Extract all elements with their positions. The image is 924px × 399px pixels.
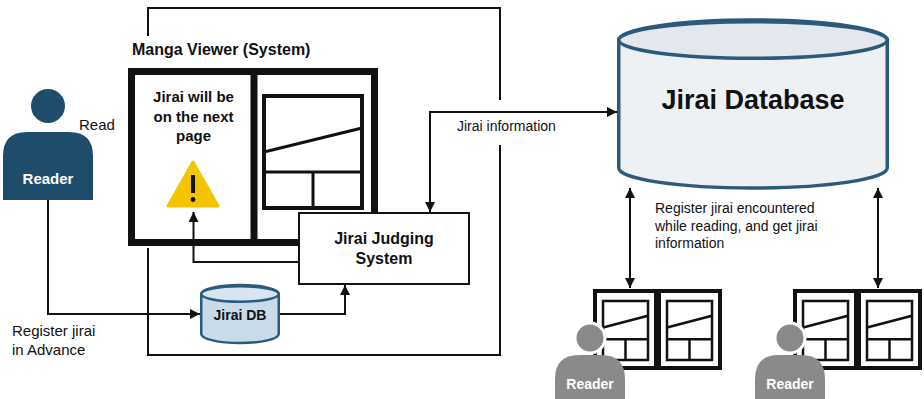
manga-panel-line: [264, 128, 362, 152]
edge-label: Jirai information: [455, 118, 558, 136]
manga-panel-line: [312, 172, 315, 208]
warning-mark: [191, 175, 195, 193]
reader-body: [3, 132, 93, 200]
process-box: Jirai Judging System: [298, 212, 470, 285]
manga-panel-line: [603, 301, 648, 360]
node-label: Reader: [555, 376, 625, 393]
viewer-divider: [251, 72, 258, 242]
manga-panel-line: [688, 339, 691, 360]
manga-panel-line: [624, 339, 627, 360]
manga-panel-line: [867, 316, 912, 328]
manga-panel-line: [667, 316, 712, 328]
reader-head: [775, 323, 805, 353]
node-label: Reader: [3, 170, 93, 188]
connector-arrow: [48, 200, 200, 314]
annotation-label: Register jirai encountered while reading…: [655, 200, 850, 253]
reader-head: [31, 89, 65, 123]
actor-reader: Reader: [753, 288, 921, 399]
actor-reader: Reader: [3, 132, 93, 200]
manga-panel-line: [867, 301, 912, 360]
manga-panel-line: [803, 316, 848, 328]
manga-page-frame: [264, 96, 362, 208]
node-label: Jirai Database: [617, 84, 889, 116]
annotation-label: Register jirai in Advance: [12, 322, 104, 360]
manga-panel-line: [667, 301, 712, 360]
connector-arrow: [629, 188, 631, 288]
cylinder-top: [619, 22, 888, 59]
reader-head: [575, 323, 605, 353]
reader-body: [755, 355, 825, 399]
warning-mark: [191, 197, 196, 202]
actor-reader: Reader: [553, 288, 723, 399]
annotation-label: Read: [79, 116, 115, 135]
connector-arrow: [194, 212, 299, 262]
system-frame: Manga Viewer (System)Jirai will be on th…: [148, 8, 500, 355]
connector-arrow: [877, 188, 879, 288]
viewer-page-panel: Jirai will be on the next page: [137, 75, 250, 212]
manga-panel-line: [824, 339, 827, 360]
database-cylinder: Jirai Database: [617, 20, 889, 188]
connector-arrow: [280, 285, 345, 314]
warning-triangle: [168, 162, 218, 206]
monitor-screen: [659, 291, 720, 368]
manga-panel-line: [803, 301, 848, 360]
node-label: Jirai will be on the next page: [137, 87, 250, 146]
node-label: Jirai DB: [200, 307, 280, 324]
connector-arrow: [430, 112, 617, 212]
database-cylinder: Jirai DB: [200, 285, 280, 343]
node-outline: [3, 132, 93, 200]
cylinder-top: [201, 286, 279, 302]
node-label: Reader: [755, 376, 825, 393]
manga-panel-line: [888, 339, 891, 360]
monitor-screen: [859, 291, 920, 368]
reader-body: [555, 355, 625, 399]
node-label: Manga Viewer (System): [132, 40, 372, 59]
node-label: Jirai Judging System: [300, 229, 468, 269]
manga-panel-line: [603, 316, 648, 328]
